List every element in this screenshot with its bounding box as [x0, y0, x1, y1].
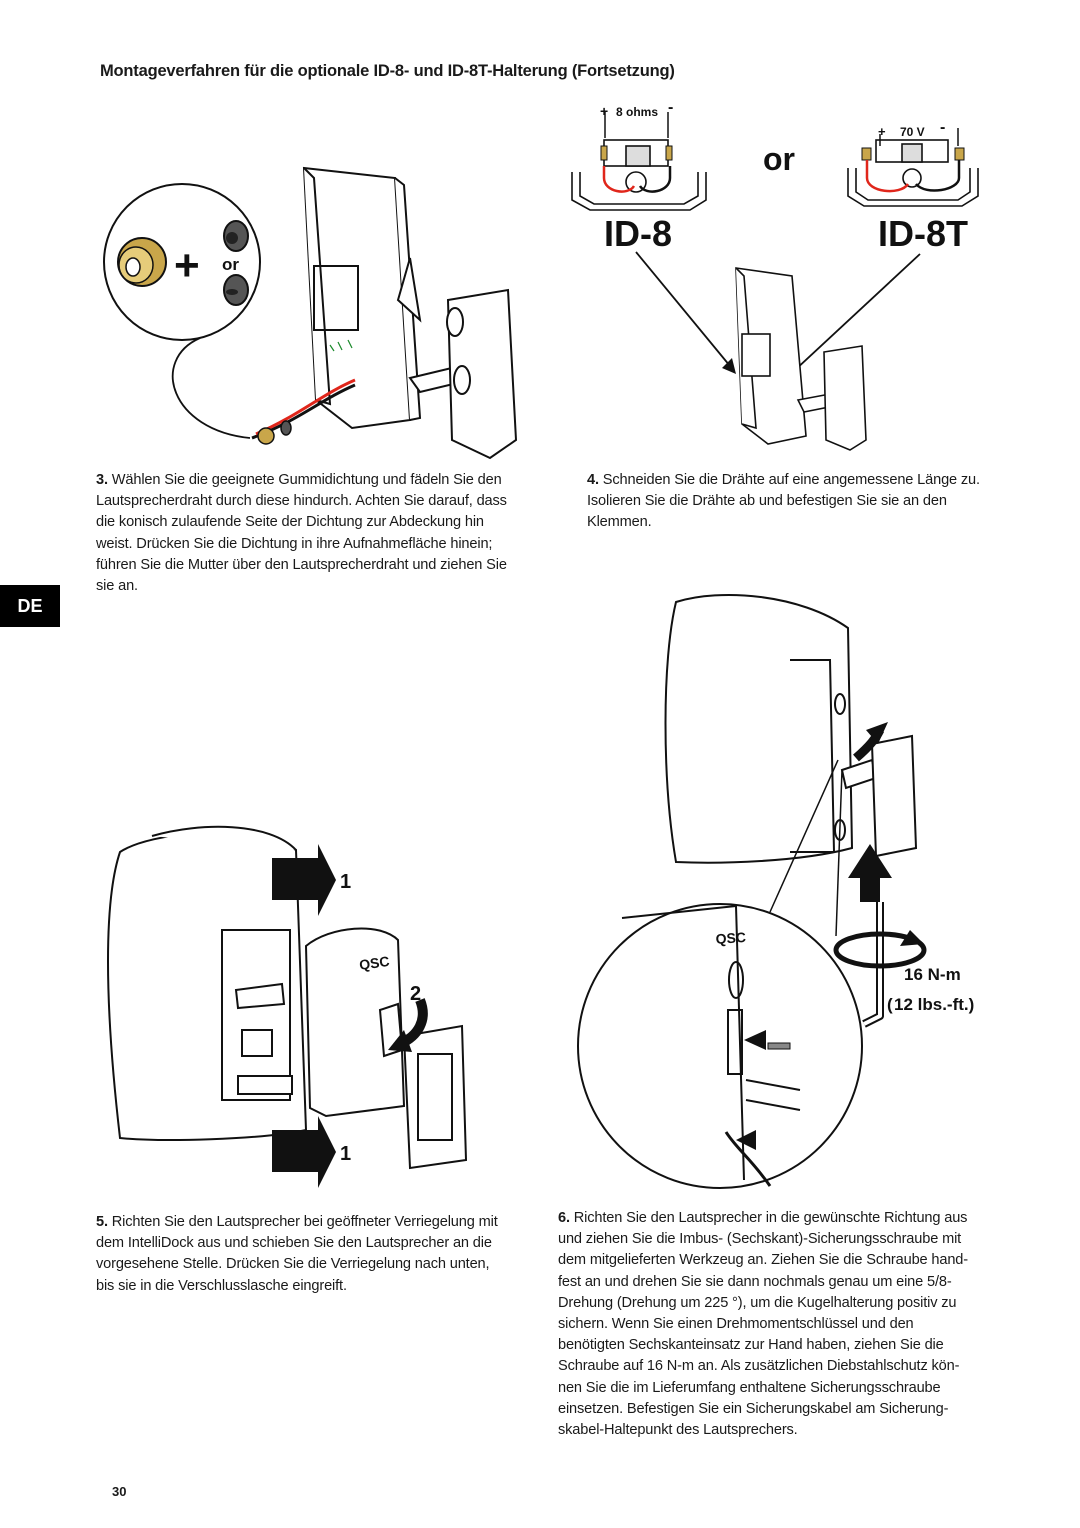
svg-text:+: +	[878, 124, 886, 139]
language-tab: DE	[0, 585, 60, 627]
step-5-text: 5. Richten Sie den Lautsprecher bei geöf…	[96, 1214, 498, 1294]
torque-ft-label: 12 lbs.-ft.)	[894, 995, 974, 1014]
svg-text:-: -	[940, 119, 945, 136]
step-4-text: 4. Schneiden Sie die Drähte auf eine ang…	[587, 472, 980, 531]
model-id8-label: ID-8	[604, 213, 672, 254]
or-label-2: or	[763, 141, 795, 177]
page-title: Montageverfahren für die optionale ID-8-…	[100, 62, 675, 80]
svg-text:QSC: QSC	[358, 953, 390, 973]
torque-nm-label: 16 N-m	[904, 965, 961, 984]
plus-sign: +	[174, 241, 200, 290]
model-id8t-label: ID-8T	[878, 213, 968, 254]
volts-label: 70 V	[900, 125, 925, 139]
nut-icon	[117, 237, 167, 287]
svg-text:QSC: QSC	[715, 929, 746, 947]
step-6-text: 6. Richten Sie den Lautsprecher in die g…	[558, 1210, 968, 1439]
svg-text:+: +	[600, 103, 608, 119]
step-label-2: 2	[410, 983, 421, 1005]
svg-text:-: -	[668, 99, 673, 116]
svg-text:(: (	[887, 995, 893, 1014]
or-label: or	[222, 255, 239, 274]
step-label-1-top: 1	[340, 871, 351, 893]
gasket-icon	[223, 220, 249, 306]
step-3-text: 3. Wählen Sie die geeignete Gummidichtun…	[96, 472, 507, 595]
step-label-1-bottom: 1	[340, 1143, 351, 1165]
ohms-label: 8 ohms	[616, 105, 658, 119]
page-number: 30	[112, 1484, 127, 1499]
